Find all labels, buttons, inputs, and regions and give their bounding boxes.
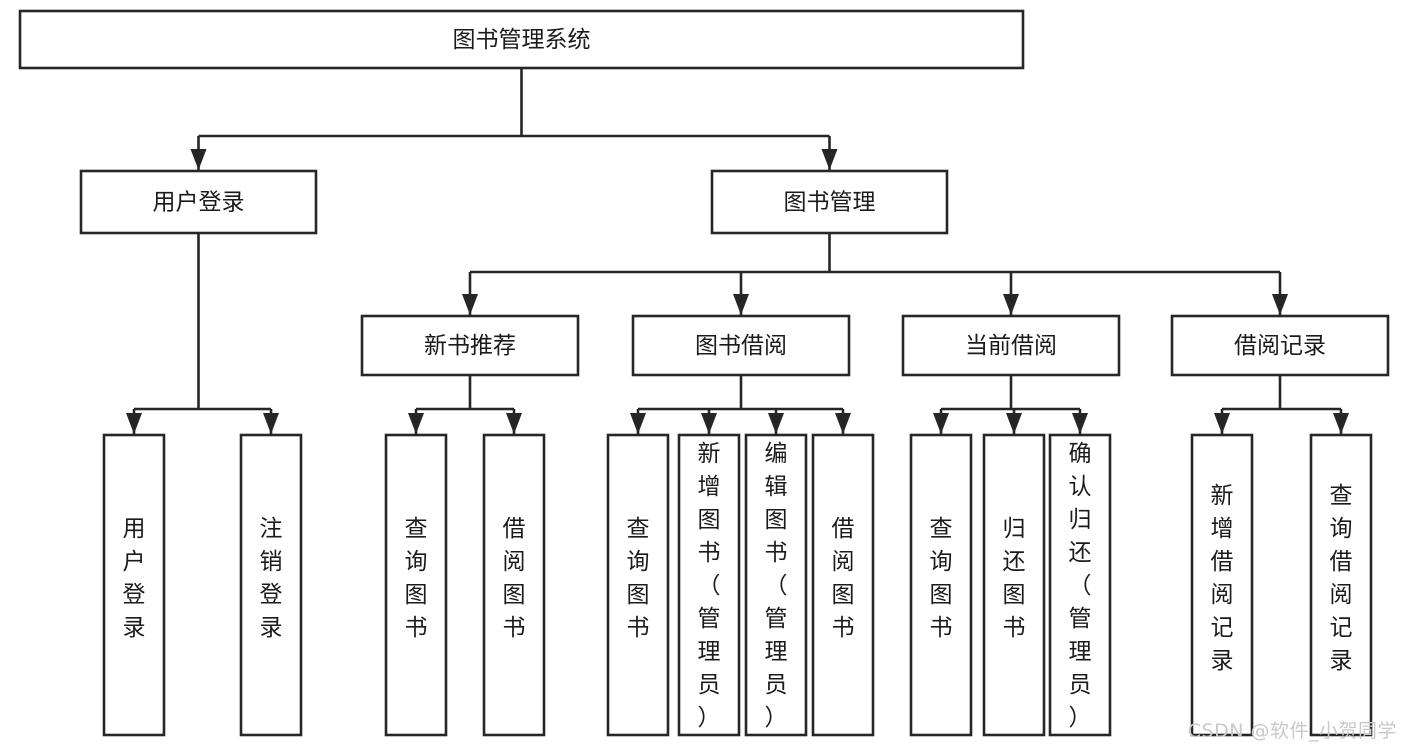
arrow-head-icon bbox=[733, 294, 749, 315]
arrow-head-icon bbox=[1333, 413, 1349, 434]
leaf-node-11-box bbox=[1190, 433, 1254, 737]
leaf-node-0-label: 用户登录 bbox=[123, 516, 146, 641]
level3-node-0-box bbox=[360, 314, 580, 377]
arrow-head-icon bbox=[933, 413, 949, 434]
arrow-head-icon bbox=[821, 149, 838, 170]
leaf-node-10[interactable]: 确认归还（管理员） bbox=[1048, 433, 1112, 737]
leaf-node-7-box bbox=[811, 433, 875, 737]
leaf-node-12-label: 查询借阅记录 bbox=[1330, 483, 1353, 674]
leaf-node-3-label: 借阅图书 bbox=[503, 516, 526, 641]
root-node-box bbox=[18, 9, 1025, 70]
level3-node-3[interactable]: 借阅记录 bbox=[1170, 314, 1390, 377]
leaf-node-9-box bbox=[982, 433, 1046, 737]
leaf-node-11-label: 新增借阅记录 bbox=[1211, 483, 1234, 674]
node-layer: 图书管理系统用户登录图书管理新书推荐图书借阅当前借阅借阅记录用户登录注销登录查询… bbox=[18, 9, 1390, 737]
leaf-node-0-box bbox=[102, 433, 166, 737]
level2-node-1-box bbox=[710, 169, 949, 235]
leaf-node-4-label: 查询图书 bbox=[627, 516, 650, 641]
leaf-node-7[interactable]: 借阅图书 bbox=[811, 433, 875, 737]
level3-node-2-box bbox=[901, 314, 1121, 377]
level3-node-1-label: 图书借阅 bbox=[695, 333, 787, 359]
connector-layer bbox=[126, 68, 1349, 434]
leaf-node-5[interactable]: 新增图书（管理员） bbox=[677, 433, 741, 737]
leaf-node-6-box bbox=[744, 433, 808, 737]
leaf-node-4-box bbox=[606, 433, 670, 737]
arrow-head-icon bbox=[190, 149, 207, 170]
level3-node-3-label: 借阅记录 bbox=[1234, 333, 1326, 359]
arrow-head-icon bbox=[462, 294, 478, 315]
leaf-node-11[interactable]: 新增借阅记录 bbox=[1190, 433, 1254, 737]
leaf-node-2-label: 查询图书 bbox=[405, 516, 428, 641]
arrow-head-icon bbox=[630, 413, 646, 434]
level2-node-0-box bbox=[79, 169, 318, 235]
leaf-node-8-label: 查询图书 bbox=[930, 516, 953, 641]
arrow-head-icon bbox=[768, 413, 784, 434]
arrow-head-icon bbox=[701, 413, 717, 434]
leaf-node-3[interactable]: 借阅图书 bbox=[482, 433, 546, 737]
level3-node-1-box bbox=[631, 314, 851, 377]
arrow-head-icon bbox=[1072, 413, 1088, 434]
arrow-head-icon bbox=[1006, 413, 1022, 434]
leaf-node-3-box bbox=[482, 433, 546, 737]
level2-node-1-label: 图书管理 bbox=[784, 190, 876, 216]
leaf-node-2-box bbox=[384, 433, 448, 737]
arrow-head-icon bbox=[408, 413, 424, 434]
leaf-node-9-label: 归还图书 bbox=[1003, 516, 1026, 641]
level3-node-0-label: 新书推荐 bbox=[424, 333, 516, 359]
root-node-label: 图书管理系统 bbox=[453, 27, 591, 53]
leaf-node-2[interactable]: 查询图书 bbox=[384, 433, 448, 737]
root-node[interactable]: 图书管理系统 bbox=[18, 9, 1025, 70]
leaf-node-6-label: 编辑图书（管理员） bbox=[765, 441, 788, 731]
leaf-node-9[interactable]: 归还图书 bbox=[982, 433, 1046, 737]
leaf-node-12-box bbox=[1309, 433, 1373, 737]
leaf-node-1-label: 注销登录 bbox=[260, 516, 283, 641]
level3-node-2-label: 当前借阅 bbox=[965, 333, 1057, 359]
leaf-node-0[interactable]: 用户登录 bbox=[102, 433, 166, 737]
leaf-node-5-label: 新增图书（管理员） bbox=[698, 441, 721, 731]
level3-node-0[interactable]: 新书推荐 bbox=[360, 314, 580, 377]
leaf-node-8[interactable]: 查询图书 bbox=[909, 433, 973, 737]
level3-node-3-box bbox=[1170, 314, 1390, 377]
leaf-node-7-label: 借阅图书 bbox=[832, 516, 855, 641]
leaf-node-5-box bbox=[677, 433, 741, 737]
leaf-node-10-box bbox=[1048, 433, 1112, 737]
level3-node-2[interactable]: 当前借阅 bbox=[901, 314, 1121, 377]
leaf-node-1-box bbox=[239, 433, 303, 737]
leaf-node-6[interactable]: 编辑图书（管理员） bbox=[744, 433, 808, 737]
arrow-head-icon bbox=[1214, 413, 1230, 434]
leaf-node-12[interactable]: 查询借阅记录 bbox=[1309, 433, 1373, 737]
level2-node-0-label: 用户登录 bbox=[153, 190, 245, 216]
leaf-node-10-label: 确认归还（管理员） bbox=[1069, 441, 1092, 731]
level3-node-1[interactable]: 图书借阅 bbox=[631, 314, 851, 377]
arrow-head-icon bbox=[506, 413, 522, 434]
arrow-head-icon bbox=[126, 413, 142, 434]
leaf-node-4[interactable]: 查询图书 bbox=[606, 433, 670, 737]
arrow-head-icon bbox=[1272, 294, 1288, 315]
arrow-head-icon bbox=[1003, 294, 1019, 315]
leaf-node-8-box bbox=[909, 433, 973, 737]
leaf-node-1[interactable]: 注销登录 bbox=[239, 433, 303, 737]
level2-node-0[interactable]: 用户登录 bbox=[79, 169, 318, 235]
arrow-head-icon bbox=[263, 413, 279, 434]
level2-node-1[interactable]: 图书管理 bbox=[710, 169, 949, 235]
arrow-head-icon bbox=[835, 413, 851, 434]
